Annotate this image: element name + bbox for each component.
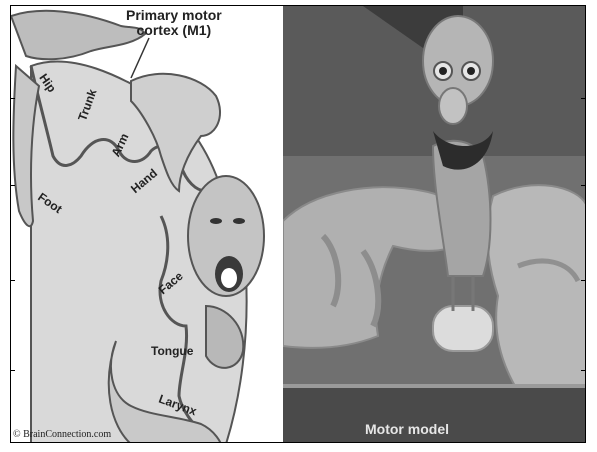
homunculus-illustration: Primary motor cortex (M1) Hip Trunk Arm … (11, 6, 283, 442)
tick-right-1 (581, 98, 585, 99)
figure-frame: Primary motor cortex (M1) Hip Trunk Arm … (10, 5, 586, 443)
title-line-2: cortex (M1) (126, 23, 222, 38)
motor-model-photo: Motor model (283, 6, 585, 442)
foot-shape (11, 11, 145, 59)
photo-drawing (283, 6, 586, 443)
tick-right-3 (581, 280, 585, 281)
model-nose (439, 88, 467, 124)
label-tongue: Tongue (151, 344, 193, 358)
credit-text: © BrainConnection.com (13, 429, 111, 440)
tick-right-4 (581, 370, 585, 371)
mouth-inner (221, 268, 237, 288)
photo-caption: Motor model (365, 421, 449, 437)
tick-left-2 (11, 185, 15, 186)
title-line-1: Primary motor (126, 8, 222, 23)
model-pedestal (433, 306, 493, 351)
title-leader-line (131, 38, 149, 78)
eye-right (233, 218, 245, 224)
title-block: Primary motor cortex (M1) (126, 8, 222, 38)
tick-left-3 (11, 280, 15, 281)
cortex-drawing (11, 6, 283, 443)
eye-left (210, 218, 222, 224)
tick-right-2 (581, 185, 585, 186)
tick-left-4 (11, 370, 15, 371)
tick-left-1 (11, 98, 15, 99)
